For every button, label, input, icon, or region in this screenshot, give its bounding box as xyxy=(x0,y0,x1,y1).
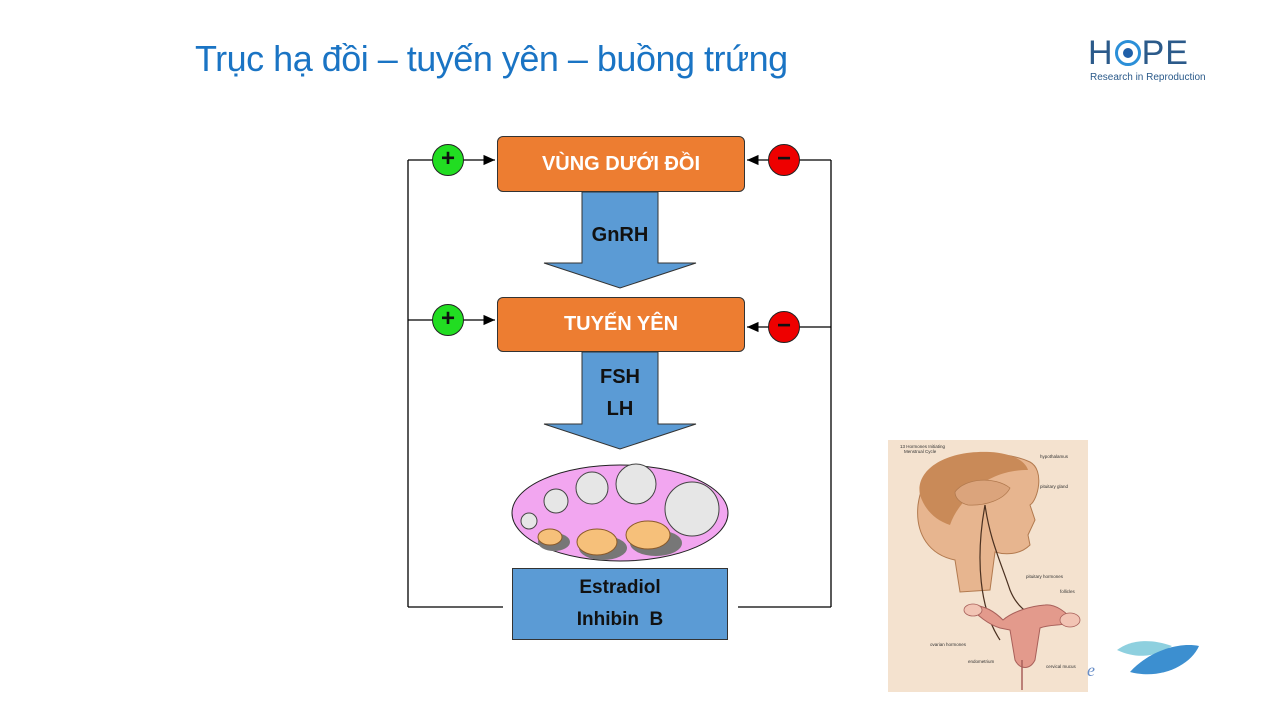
pituitary-label: TUYẾN YÊN xyxy=(563,313,679,335)
right-feedback-line xyxy=(738,154,832,608)
ovary-illustration xyxy=(511,463,729,562)
fsh-label: FSH xyxy=(600,366,640,388)
illustration-labels: 13 Hormones Initiating Menstrual Cycle h… xyxy=(888,440,1088,692)
minus-circle-bottom xyxy=(768,311,800,343)
hope-logo: H PE Research in Reproduction xyxy=(1088,34,1208,84)
fsh-lh-arrow xyxy=(543,351,697,450)
logo-text-left: H xyxy=(1088,34,1114,72)
lh-label: LH xyxy=(606,398,634,420)
gnrh-label: GnRH xyxy=(591,224,649,246)
minus-symbol-bottom: − xyxy=(776,312,791,339)
minus-circle-top xyxy=(768,144,800,176)
ovarian-hormones-box: Estradiol Inhibin B xyxy=(512,568,728,640)
illustration-header-1: 13 Hormones Initiating xyxy=(900,444,946,449)
pituitary-box: TUYẾN YÊN xyxy=(497,297,745,352)
anatomy-illustration xyxy=(888,440,1088,692)
corner-mark: e xyxy=(1087,660,1095,680)
label-follicles: follicles xyxy=(1060,589,1075,594)
estradiol-label: Estradiol xyxy=(579,577,661,598)
label-pituitary-gland: pituitary gland xyxy=(1040,484,1069,489)
plus-symbol-bottom: + xyxy=(440,305,455,332)
logo-eye-icon xyxy=(1114,40,1141,66)
hypothalamus-box: VÙNG DƯỚI ĐỒI xyxy=(497,136,745,192)
slide-title: Trục hạ đồi – tuyến yên – buồng trứng xyxy=(195,38,788,79)
minus-symbol-top: − xyxy=(776,145,791,172)
plus-symbol-top: + xyxy=(440,145,455,172)
left-feedback-line xyxy=(407,154,503,608)
label-ovarian-hormones: ovarian hormones xyxy=(930,642,967,647)
plus-circle-bottom xyxy=(432,304,464,336)
hypothalamus-label: VÙNG DƯỚI ĐỒI xyxy=(541,152,701,175)
logo-wordmark: H PE xyxy=(1088,34,1189,73)
label-endometrium: endometrium xyxy=(968,659,995,664)
logo-subtitle: Research in Reproduction xyxy=(1090,72,1206,83)
plus-circle-top xyxy=(432,144,464,176)
label-pituitary-hormones: pituitary hormones xyxy=(1026,574,1064,579)
inhibin-label: Inhibin B xyxy=(576,609,664,630)
logo-text-right: PE xyxy=(1141,34,1189,72)
decorative-leaf-icon xyxy=(1117,641,1199,675)
label-hypothalamus: hypothalamus xyxy=(1040,454,1069,459)
label-cervical-mucus: cervical mucus xyxy=(1046,664,1076,669)
gnrh-arrow xyxy=(543,191,697,289)
illustration-header-2: Menstrual Cycle xyxy=(904,449,937,454)
